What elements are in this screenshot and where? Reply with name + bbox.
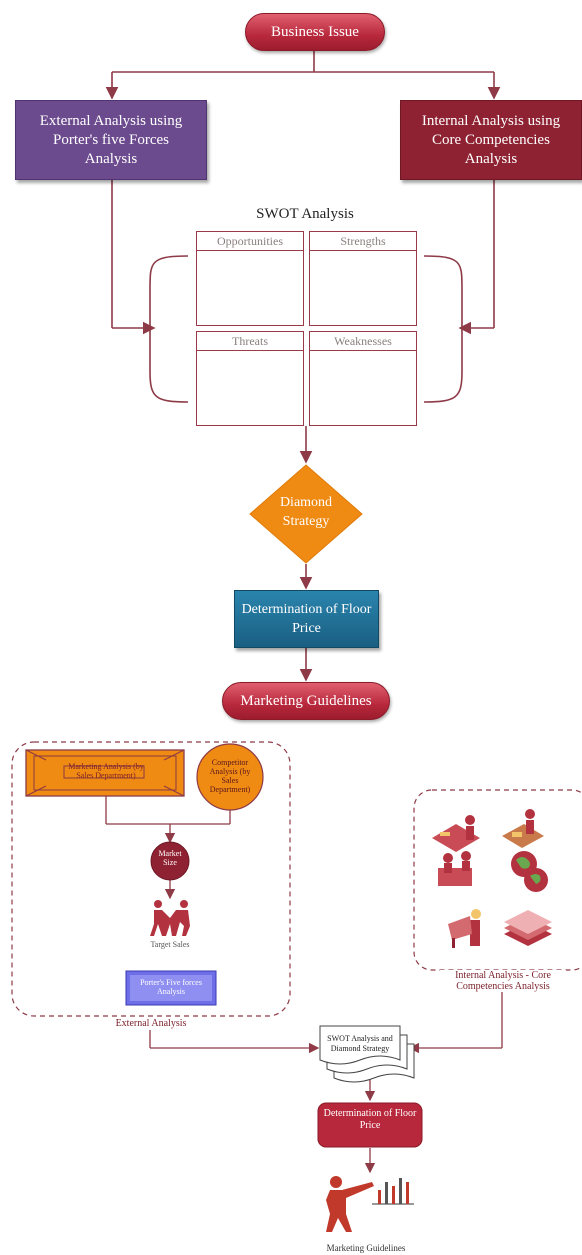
porters-label: Porter's Five forces Analysis xyxy=(140,978,202,996)
people-working-icon xyxy=(432,815,480,852)
swot-weaknesses-cell: Weaknesses xyxy=(309,331,417,426)
designer-icon xyxy=(448,909,481,948)
marketing-guidelines-label: Marketing Guidelines xyxy=(240,692,372,709)
diamond-strategy-label: Diamond Strategy xyxy=(279,495,333,529)
marketing-analysis-label: Marketing Analysis (by Sales Department) xyxy=(68,762,144,780)
floor-price-node: Determination of Floor Price xyxy=(234,590,379,648)
top-connectors xyxy=(105,50,501,682)
workers-icon xyxy=(438,851,472,886)
swot-diamond-document-shape xyxy=(319,1025,415,1083)
diamond-strategy-shape xyxy=(249,464,363,564)
target-sales-label: Target Sales xyxy=(150,940,190,949)
internal-analysis-group xyxy=(413,789,582,971)
floor-price-label: Determination of Floor Price xyxy=(241,602,372,636)
swot-threats-cell: Threats xyxy=(196,331,304,426)
person-pointing-chart-icon xyxy=(326,1176,414,1232)
market-size-shape xyxy=(150,841,190,881)
internal-analysis-node: Internal Analysis using Core Competencie… xyxy=(400,100,582,180)
business-issue-label: Business Issue xyxy=(271,23,359,40)
marketing-guidelines-bottom-label: Marketing Guidelines xyxy=(326,1243,406,1253)
swot-strengths-cell: Strengths xyxy=(309,231,417,326)
swot-strengths-label: Strengths xyxy=(310,232,416,251)
swot-opportunities-label: Opportunities xyxy=(197,232,303,251)
swot-diamond-label: SWOT Analysis and Diamond Strategy xyxy=(327,1034,393,1053)
external-analysis-group xyxy=(11,741,291,1017)
marketing-analysis-frame xyxy=(25,749,185,797)
documents-icon xyxy=(504,910,552,946)
marketing-guidelines-node: Marketing Guidelines xyxy=(222,682,390,720)
bottom-connectors xyxy=(11,741,582,1232)
external-analysis-node: External Analysis using Porter's five Fo… xyxy=(15,100,207,180)
business-issue-node: Business Issue xyxy=(245,13,385,51)
external-analysis-group-label: External Analysis xyxy=(96,1018,206,1030)
internal-analysis-label: Internal Analysis using Core Competencie… xyxy=(421,112,561,167)
competitor-analysis-shape xyxy=(196,743,264,811)
swot-title: SWOT Analysis xyxy=(256,206,354,222)
swot-weaknesses-label: Weaknesses xyxy=(310,332,416,351)
competitor-analysis-label: Competitor Analysis (by Sales Department… xyxy=(209,758,251,794)
internal-analysis-group-label: Internal Analysis - Core Competencies An… xyxy=(440,970,566,992)
floor-price-bottom-shape xyxy=(317,1102,423,1148)
swot-opportunities-cell: Opportunities xyxy=(196,231,304,326)
external-analysis-label: External Analysis using Porter's five Fo… xyxy=(39,112,183,167)
market-size-label: Market Size xyxy=(158,849,182,867)
swot-threats-label: Threats xyxy=(197,332,303,351)
meeting-icon xyxy=(502,809,544,848)
globe-icon xyxy=(511,851,548,892)
floor-price-bottom-label: Determination of Floor Price xyxy=(323,1108,417,1131)
handshake-icon xyxy=(150,900,190,936)
